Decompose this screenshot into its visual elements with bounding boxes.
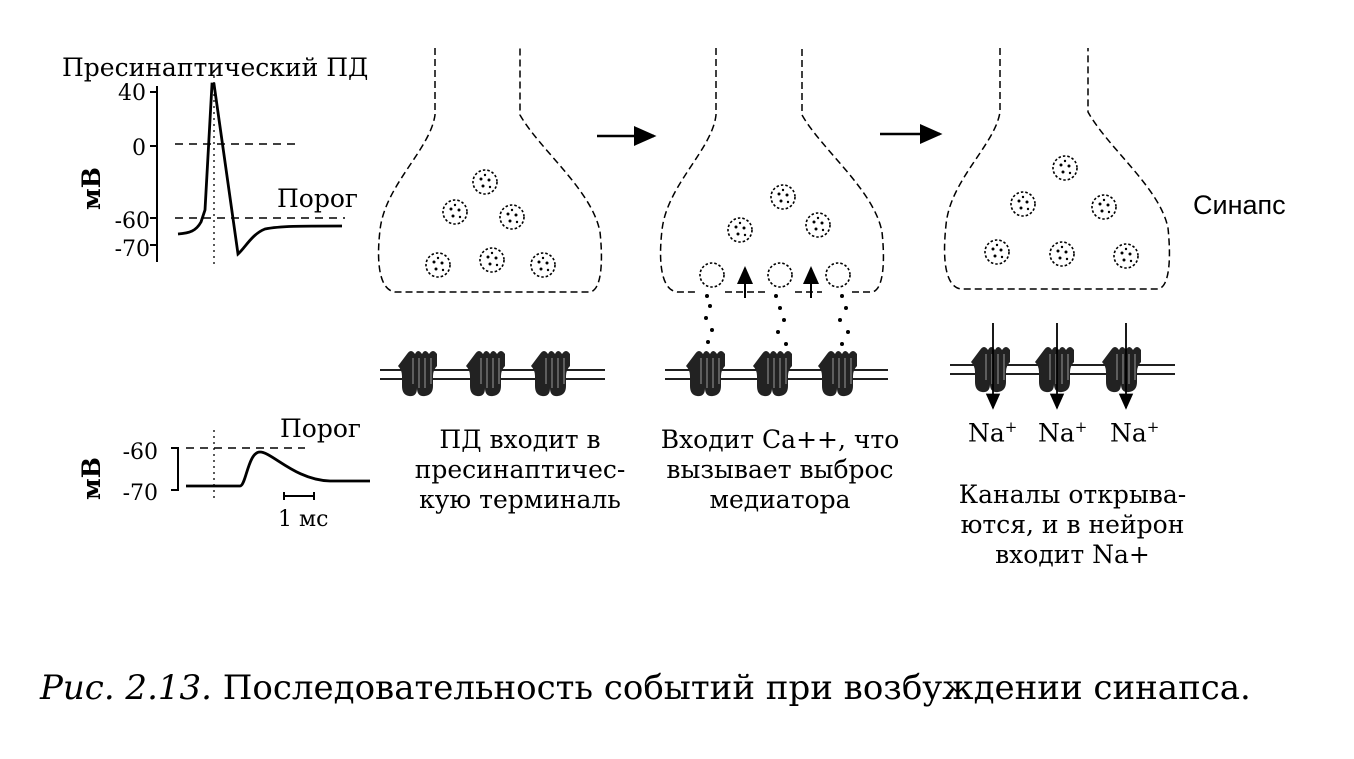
time-scale-bar (283, 492, 315, 500)
presynaptic-terminal-1 (377, 48, 603, 293)
synapse-label: Синапс (1193, 190, 1286, 220)
tick-40: 40 (118, 81, 146, 106)
postsynaptic-membrane-2 (665, 350, 888, 397)
tick-minus60: -60 (115, 209, 150, 234)
tick-bottom-minus70: -70 (123, 481, 158, 506)
action-potential-trace (177, 82, 343, 257)
presynaptic-terminal-3 (943, 48, 1171, 290)
figure-caption: Рис. 2.13. Последовательность событий пр… (40, 668, 1251, 708)
tick-0: 0 (132, 136, 146, 161)
figure-caption-text: Последовательность событий при возбужден… (222, 668, 1251, 708)
tick-minus70: -70 (115, 237, 150, 262)
time-scale-label: 1 мс (278, 507, 328, 532)
bottom-graph-ylabel: мВ (77, 457, 106, 500)
top-threshold-label: Порог (277, 184, 358, 213)
bottom-graph-axis (171, 447, 179, 491)
tick-bottom-minus60: -60 (123, 440, 158, 465)
top-graph-title: Пресинаптический ПД (62, 53, 368, 82)
figure-number: Рис. 2.13. (40, 668, 212, 708)
bottom-threshold-label: Порог (280, 414, 361, 443)
na-ion-label-3: Na+ (1110, 418, 1160, 448)
na-ion-label-1: Na+ (968, 418, 1018, 448)
postsynaptic-membrane-1 (380, 350, 605, 397)
top-graph-ylabel: мВ (77, 167, 106, 210)
presynaptic-terminal-2 (659, 48, 885, 346)
epsp-trace (186, 450, 370, 488)
postsynaptic-membrane-3 (950, 323, 1175, 410)
na-ion-label-2: Na+ (1038, 418, 1088, 448)
